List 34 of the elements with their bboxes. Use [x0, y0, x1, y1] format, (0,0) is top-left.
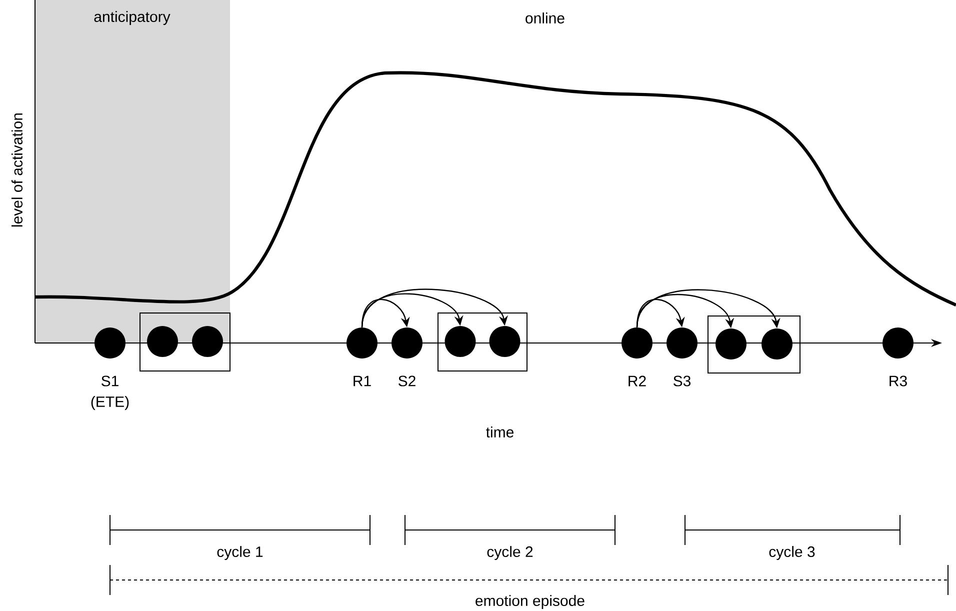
phase-label: anticipatory [94, 11, 170, 25]
group-box [438, 312, 528, 372]
arrow [361, 288, 508, 328]
event-dot [716, 328, 746, 360]
event-dot [392, 328, 422, 358]
event-dot [94, 328, 126, 358]
event-dot [147, 326, 178, 357]
arrow [361, 293, 464, 328]
event-label: R1 [354, 376, 371, 386]
axis-label: level of activation [10, 111, 24, 229]
event-dot [346, 328, 378, 358]
event-dot [666, 328, 698, 358]
event-label: S1 [102, 376, 118, 386]
event-label: (ETE) [91, 396, 129, 410]
event-dot [489, 326, 520, 357]
cycle-label: cycle 1 [216, 545, 264, 561]
arrow [361, 298, 410, 328]
episode-label: emotion episode [474, 594, 586, 610]
event-label: R2 [628, 376, 646, 386]
event-dot [444, 326, 476, 357]
group-box [140, 312, 230, 372]
phase-label: online [524, 12, 566, 24]
event-dot [622, 328, 652, 358]
event-label: R3 [890, 376, 907, 386]
group-box [708, 316, 800, 374]
event-dot [192, 326, 223, 357]
event-label: S3 [674, 376, 691, 386]
event-dot [882, 328, 914, 358]
arrow [636, 298, 685, 328]
cycle-label: cycle 3 [768, 545, 816, 561]
cycle-label: cycle 2 [486, 545, 534, 561]
event-dot [762, 328, 792, 360]
event-label: S2 [398, 376, 416, 386]
axis-label: time [484, 426, 516, 439]
